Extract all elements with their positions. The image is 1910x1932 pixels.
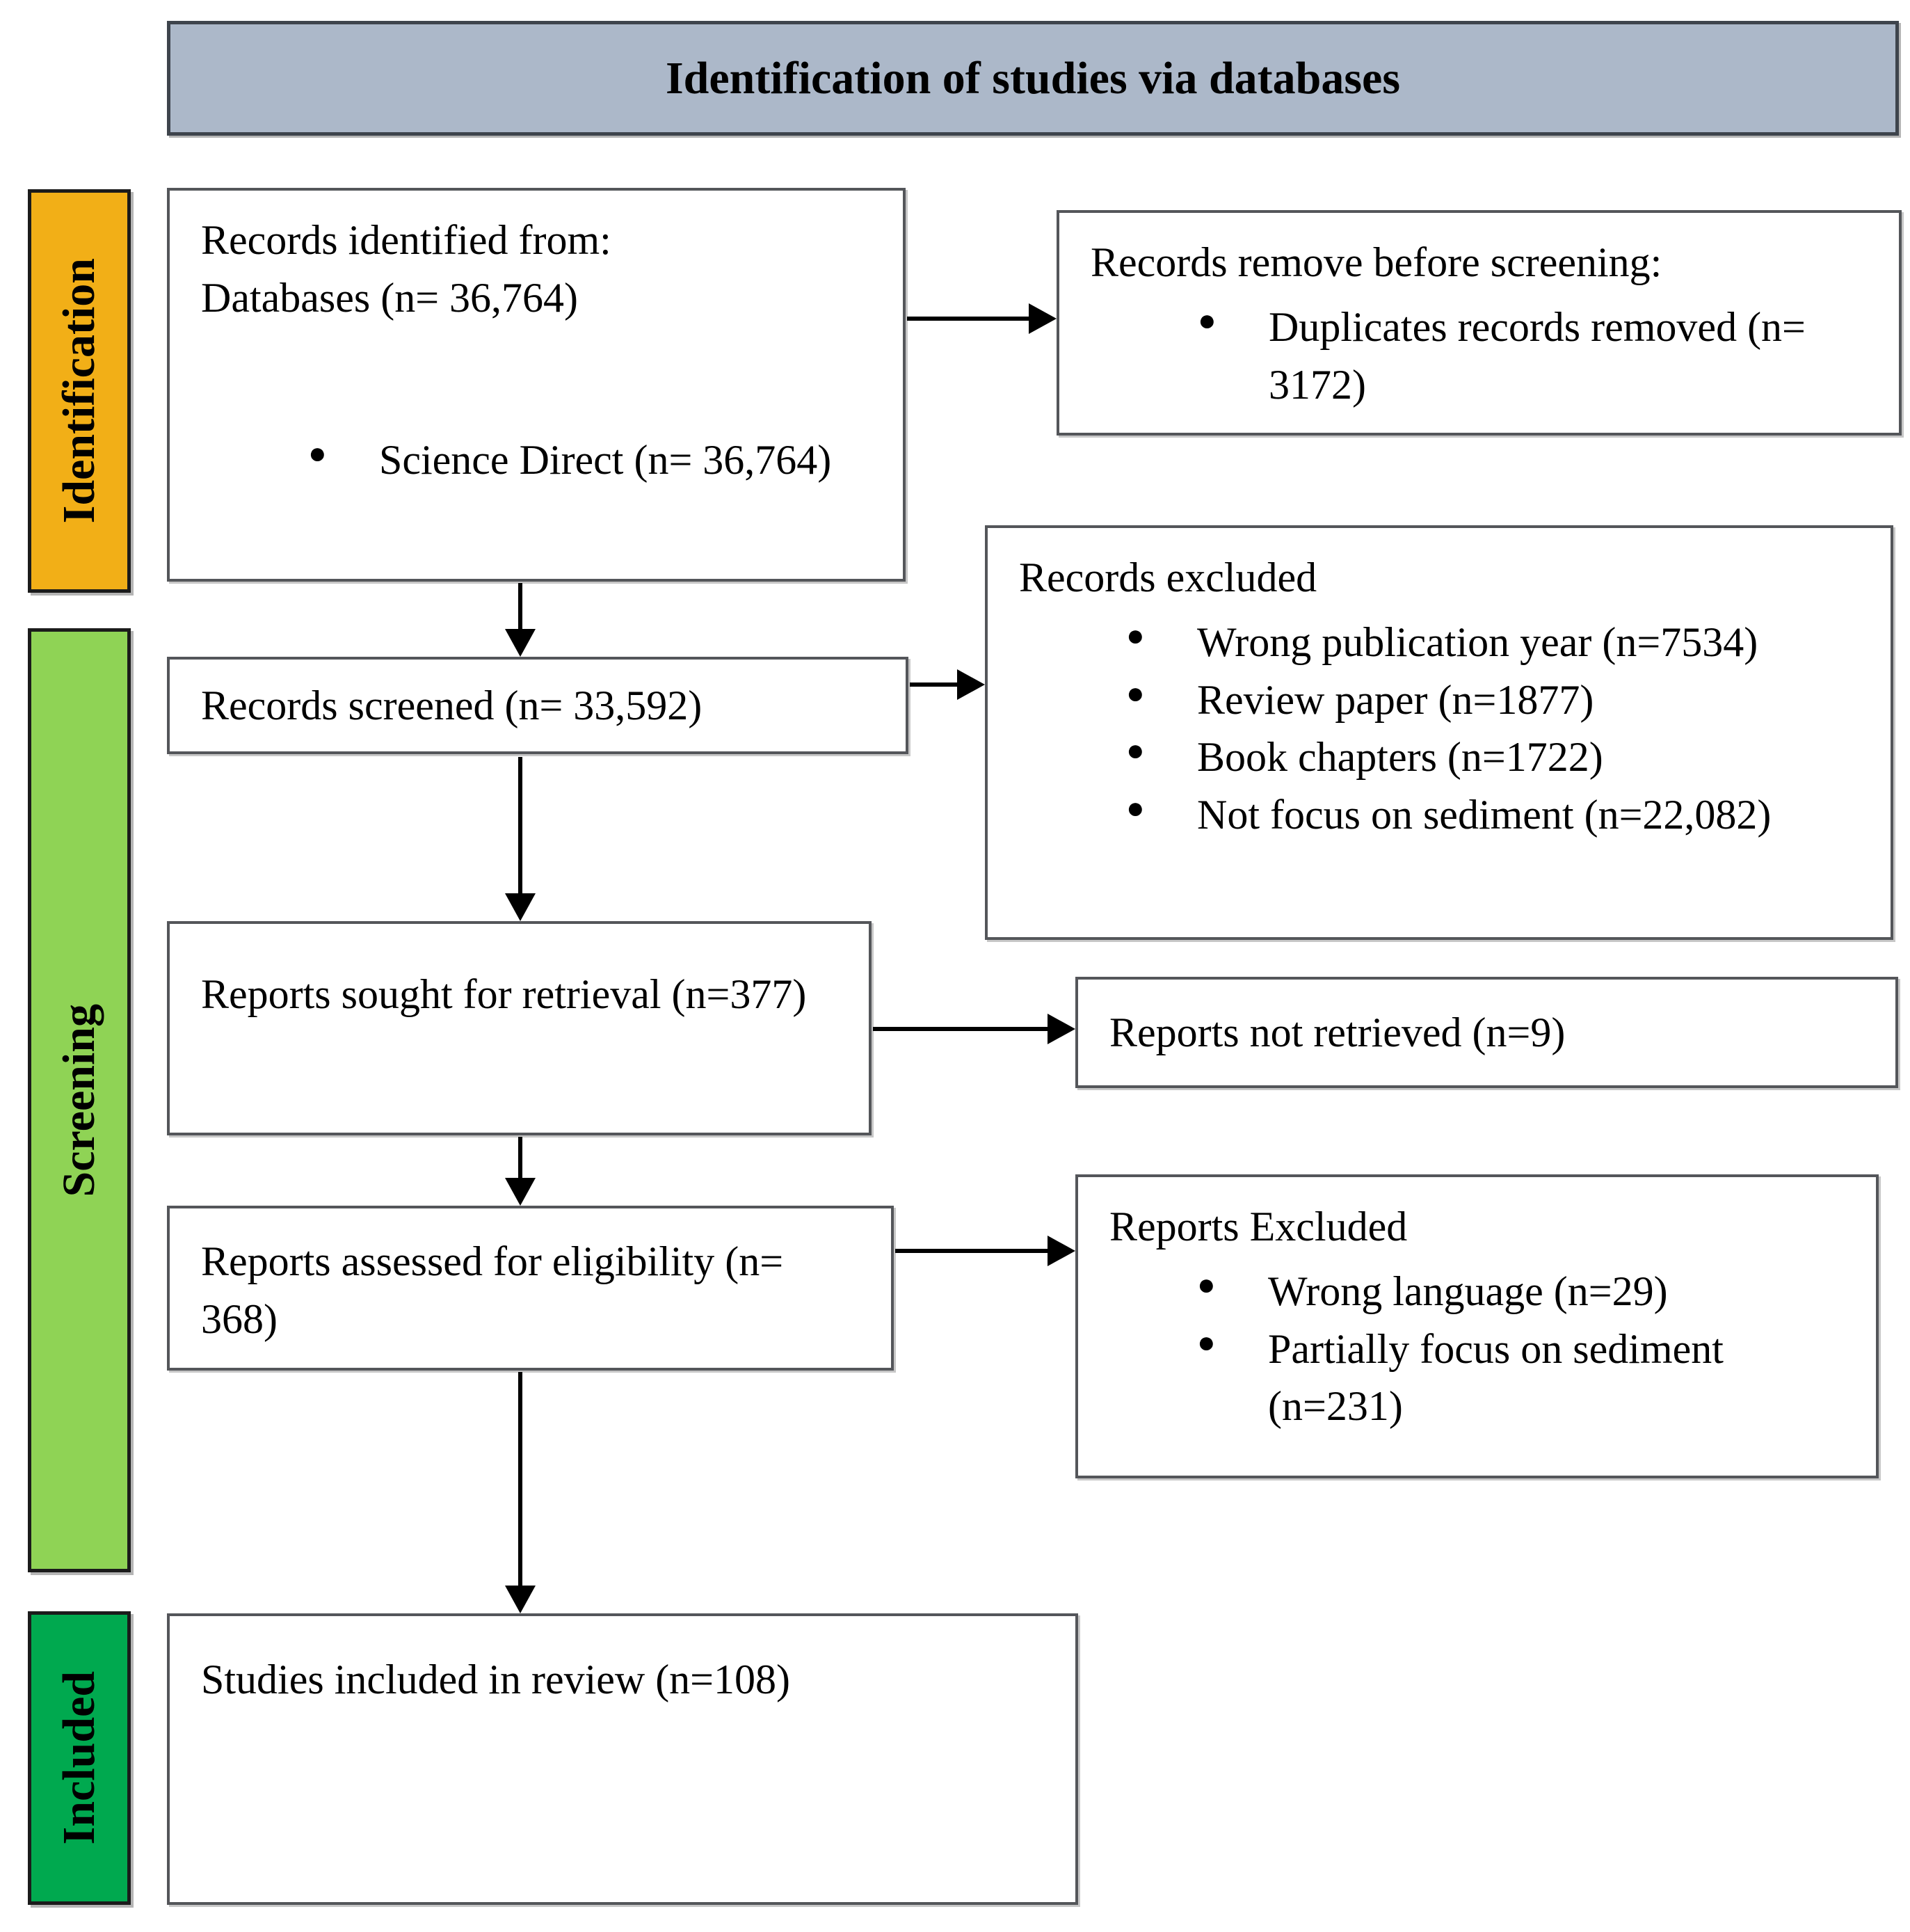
studies-included-text: Studies included in review (n=108) [201,1656,791,1702]
stage-identification-label: Identification [54,258,104,524]
reports-not-retrieved-text: Reports not retrieved (n=9) [1109,1009,1566,1055]
records-excluded-bullets: Wrong publication year (n=7534) Review p… [1122,614,1863,844]
reports-excluded-bullets: Wrong language (n=29) Partially focus on… [1193,1263,1848,1435]
arrow-assessed-to-included [518,1372,522,1586]
records-identified-line1: Records identified from: [201,217,611,263]
box-records-screened: Records screened (n= 33,592) [167,657,908,754]
box-records-excluded: Records excluded Wrong publication year … [985,525,1893,940]
bullet-item: Partially focus on sediment (n=231) [1193,1320,1848,1436]
box-reports-excluded-content: Reports Excluded Wrong language (n=29) P… [1078,1177,1876,1449]
arrow-sought-to-assessed [518,1137,522,1178]
box-records-identified-content: Records identified from: Databases (n= 3… [170,191,903,502]
arrow-sought-to-not-retrieved [873,1027,1048,1031]
records-identified-bullets: Science Direct (n= 36,764) [304,431,875,489]
reports-excluded-title: Reports Excluded [1109,1204,1408,1250]
box-reports-assessed: Reports assessed for eligibility (n= 368… [167,1206,894,1371]
stage-screening: Screening [28,628,131,1572]
bullet-item: Wrong language (n=29) [1193,1263,1848,1320]
arrow-screened-to-sought [518,757,522,893]
box-records-removed-content: Records remove before screening: Duplica… [1059,213,1899,427]
bullet-item: Duplicates records removed (n= 3172) [1194,298,1871,414]
stage-included-label: Included [54,1671,104,1845]
box-reports-excluded: Reports Excluded Wrong language (n=29) P… [1075,1174,1879,1478]
box-reports-not-retrieved: Reports not retrieved (n=9) [1075,977,1898,1088]
header-banner: Identification of studies via databases [167,21,1899,136]
records-removed-bullets: Duplicates records removed (n= 3172) [1194,298,1871,414]
box-records-removed: Records remove before screening: Duplica… [1057,210,1902,436]
box-records-identified: Records identified from: Databases (n= 3… [167,188,906,582]
arrow-assessed-to-excluded [895,1249,1048,1253]
bullet-item: Science Direct (n= 36,764) [304,431,875,489]
bullet-item: Review paper (n=1877) [1122,671,1863,729]
records-excluded-title: Records excluded [1019,554,1317,600]
reports-sought-text: Reports sought for retrieval (n=377) [201,971,807,1017]
box-studies-included: Studies included in review (n=108) [167,1613,1078,1905]
arrow-screened-to-excluded [910,682,957,687]
stage-screening-label: Screening [54,1003,104,1197]
arrow-identified-to-removed [907,317,1029,321]
box-records-excluded-content: Records excluded Wrong publication year … [988,528,1891,858]
records-screened-text: Records screened (n= 33,592) [201,682,703,728]
records-removed-title: Records remove before screening: [1091,239,1662,285]
bullet-item: Wrong publication year (n=7534) [1122,614,1863,671]
arrow-identified-to-screened [518,583,522,629]
bullet-item: Not focus on sediment (n=22,082) [1122,786,1863,844]
bullet-item: Book chapters (n=1722) [1122,728,1863,786]
box-reports-sought: Reports sought for retrieval (n=377) [167,921,872,1135]
stage-included: Included [28,1611,131,1905]
records-identified-line2: Databases (n= 36,764) [201,274,579,321]
reports-assessed-text: Reports assessed for eligibility (n= 368… [201,1238,784,1342]
diagram-title: Identification of studies via databases [665,52,1401,104]
stage-identification: Identification [28,189,131,593]
